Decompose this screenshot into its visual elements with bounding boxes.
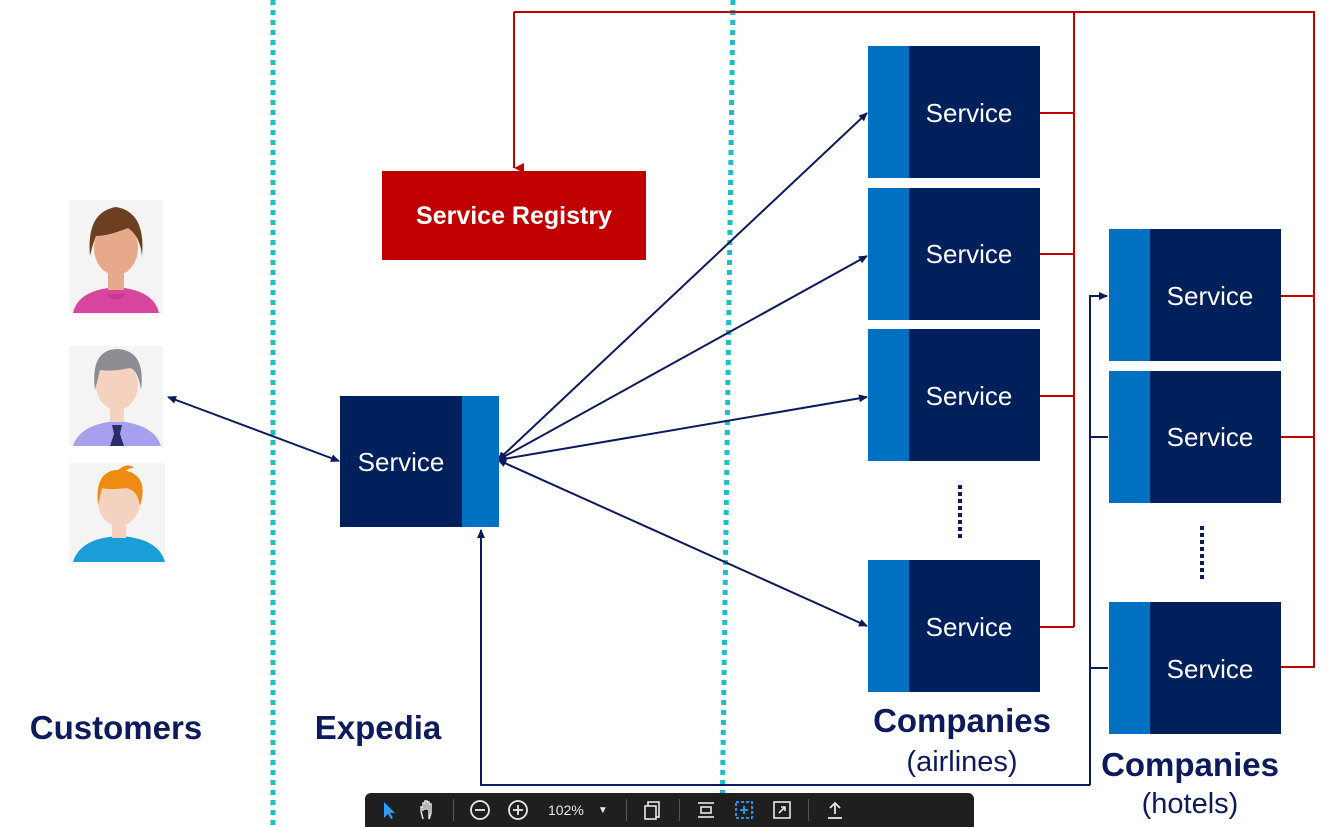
zoom-level-value: 102%: [548, 802, 584, 818]
airline-service-1[interactable]: Service: [868, 46, 1040, 178]
fit-icon[interactable]: [694, 798, 718, 822]
registry-connections: [513, 11, 1315, 668]
airline-service-label: Service: [926, 381, 1013, 411]
hotel-service-3[interactable]: Service: [1109, 602, 1281, 734]
marquee-icon[interactable]: [732, 798, 756, 822]
airline-service-label: Service: [926, 239, 1013, 269]
hotel-service-label: Service: [1167, 281, 1254, 311]
airline-service-2[interactable]: Service: [868, 188, 1040, 320]
viewer-toolbar: 102% ▼: [365, 793, 974, 827]
hotel-service-label: Service: [1167, 654, 1254, 684]
customers-label: Customers: [30, 709, 202, 746]
zoom-in-icon[interactable]: [506, 798, 530, 822]
toolbar-separator: [453, 799, 454, 821]
hotel-service-label: Service: [1167, 422, 1254, 452]
zoom-out-icon[interactable]: [468, 798, 492, 822]
customer-avatar-2: [69, 346, 163, 446]
toolbar-separator: [807, 799, 809, 821]
service-registry-label: Service Registry: [416, 202, 612, 230]
airline-service-3[interactable]: Service: [868, 329, 1040, 461]
toolbar-separator: [678, 799, 680, 821]
select-icon[interactable]: [377, 798, 401, 822]
hotel-service-1[interactable]: Service: [1109, 229, 1281, 361]
service-registry[interactable]: Service Registry: [382, 171, 646, 260]
companies-hotels-label: Companies: [1101, 746, 1279, 783]
toolbar-separator: [625, 799, 627, 821]
expedia-service[interactable]: Service: [340, 396, 499, 527]
zoom-level-dropdown[interactable]: 102% ▼: [544, 802, 612, 818]
airlines-sublabel: (airlines): [906, 746, 1017, 778]
expedia-service-label: Service: [358, 447, 445, 477]
hand-icon[interactable]: [415, 798, 439, 822]
chevron-down-icon: ▼: [597, 804, 608, 816]
airline-service-label: Service: [926, 612, 1013, 642]
divider-right: [719, 0, 736, 827]
airline-service-4[interactable]: Service: [868, 560, 1040, 692]
page-icon[interactable]: [641, 798, 665, 822]
airline-service-label: Service: [926, 98, 1013, 128]
expedia-label: Expedia: [315, 709, 442, 746]
upload-icon[interactable]: [823, 798, 847, 822]
customer-avatar-1: [69, 200, 163, 313]
hotels-sublabel: (hotels): [1142, 788, 1239, 820]
hotel-service-2[interactable]: Service: [1109, 371, 1281, 503]
expand-icon[interactable]: [770, 798, 794, 822]
request-arrows: [167, 112, 1108, 786]
customer-avatar-3: [69, 463, 165, 562]
companies-airlines-label: Companies: [873, 702, 1051, 739]
